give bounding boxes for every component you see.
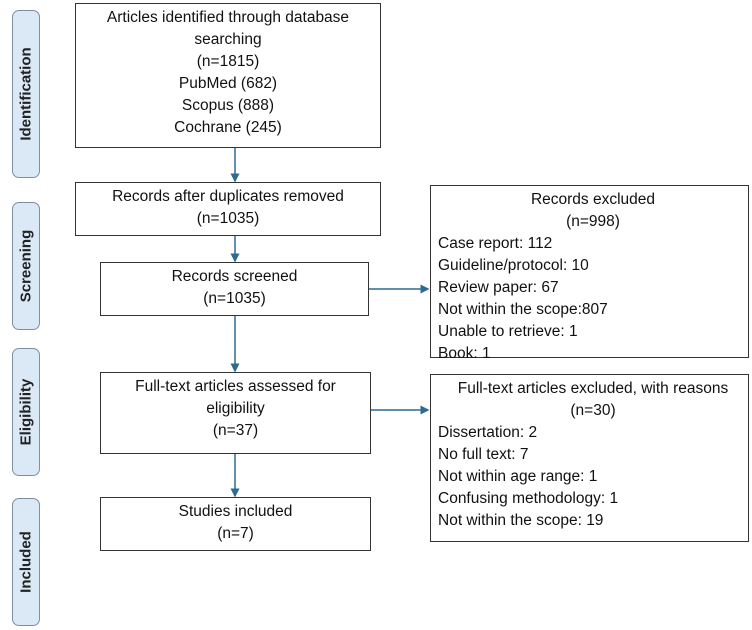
exclusion-item: Not within the scope:807 xyxy=(438,301,608,318)
box-line: searching xyxy=(194,31,262,48)
exclusion-item: Dissertation: 2 xyxy=(438,424,538,441)
exclusion-item: Unable to retrieve: 1 xyxy=(438,323,578,340)
stage-eligibility: Eligibility xyxy=(12,348,40,476)
exclusion-item: Case report: 112 xyxy=(438,235,553,252)
stage-screening: Screening xyxy=(12,202,40,330)
exclusion-item: Not within age range: 1 xyxy=(438,468,598,485)
box-line: (n=7) xyxy=(217,525,254,542)
box-count: (n=30) xyxy=(570,402,616,419)
box-title: Records excluded xyxy=(530,191,656,208)
screened-box: Records screened (n=1035) xyxy=(100,262,369,316)
box-line: (n=1035) xyxy=(203,290,266,307)
box-line: (n=1035) xyxy=(196,210,260,227)
exclusion-item: Book: 1 xyxy=(438,345,491,362)
exclusion-item: Confusing methodology: 1 xyxy=(438,490,619,507)
box-line: Scopus (888) xyxy=(181,97,275,114)
fulltext-excluded-box: Full-text articles excluded, with reason… xyxy=(430,374,749,542)
exclusion-item: No full text: 7 xyxy=(438,446,529,463)
included-box: Studies included (n=7) xyxy=(100,497,371,551)
box-count: (n=998) xyxy=(566,213,620,230)
box-line: Articles identified through database xyxy=(106,9,350,26)
exclusion-item: Not within the scope: 19 xyxy=(438,512,604,529)
box-line: Cochrane (245) xyxy=(174,119,282,136)
box-title: Full-text articles excluded, with reason… xyxy=(457,380,729,397)
box-line: Studies included xyxy=(178,503,293,520)
box-line: Records screened xyxy=(171,268,298,285)
box-line: (n=37) xyxy=(212,422,259,439)
box-line: Records after duplicates removed xyxy=(112,188,344,205)
stage-identification: Identification xyxy=(12,10,40,178)
box-line: Full-text articles assessed for xyxy=(135,378,336,395)
exclusion-item: Review paper: 67 xyxy=(438,279,559,296)
identified-box: Articles identified through database sea… xyxy=(75,3,381,148)
records-excluded-box: Records excluded (n=998) Case report: 11… xyxy=(430,185,749,362)
box-line: PubMed (682) xyxy=(178,75,278,92)
box-line: (n=1815) xyxy=(196,53,260,70)
fulltext-box: Full-text articles assessed for eligibil… xyxy=(100,372,371,454)
stage-included: Included xyxy=(12,498,40,626)
box-line: eligibility xyxy=(206,400,265,417)
duplicates-box: Records after duplicates removed (n=1035… xyxy=(75,182,381,236)
exclusion-item: Guideline/protocol: 10 xyxy=(438,257,589,274)
